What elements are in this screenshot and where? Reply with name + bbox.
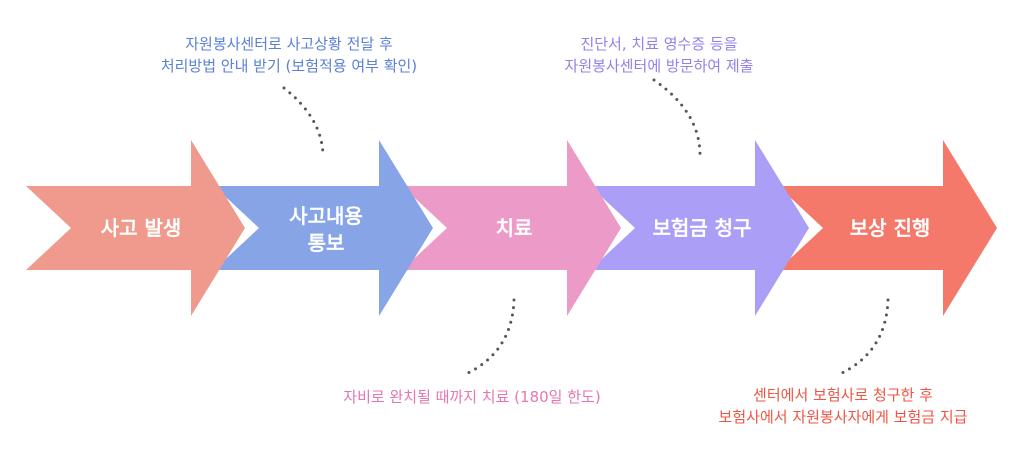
step-label: 치료 [496, 216, 533, 240]
annotation-line2: 보험사에서 자원봉사자에게 보험금 지급 [719, 408, 968, 426]
leader-line [282, 86, 325, 157]
step-label: 보험금 청구 [653, 216, 752, 240]
leader-line [838, 298, 890, 376]
step-4: 보험금 청구 [590, 140, 809, 316]
step-arrow [590, 140, 809, 316]
annotation: 자비로 완치될 때까지 치료 (180일 한도) [343, 388, 600, 406]
step-arrow [778, 140, 997, 316]
annotation: 자원봉사센터로 사고상황 전달 후 [185, 35, 393, 53]
annotation: 센터에서 보험사로 청구한 후 [753, 386, 933, 404]
step-3: 치료 [402, 140, 621, 316]
leader-line [464, 298, 516, 376]
annotation: 진단서, 치료 영수증 등을 [580, 35, 737, 53]
annotation-line2: 처리방법 안내 받기 (보험적용 여부 확인) [161, 57, 417, 75]
step-2: 사고내용 통보 [214, 140, 433, 316]
step-label-line2: 통보 [308, 231, 345, 255]
step-arrow [214, 140, 433, 316]
step-1: 사고 발생 [26, 140, 245, 316]
step-arrow [402, 140, 621, 316]
leader-line [652, 78, 702, 157]
step-arrow [26, 140, 245, 316]
step-label: 보상 진행 [850, 216, 931, 240]
step-label: 사고 발생 [101, 216, 182, 240]
step-label: 사고내용 [289, 204, 363, 228]
annotation-line2: 자원봉사센터에 방문하여 제출 [565, 57, 754, 75]
step-5: 보상 진행 [778, 140, 997, 316]
